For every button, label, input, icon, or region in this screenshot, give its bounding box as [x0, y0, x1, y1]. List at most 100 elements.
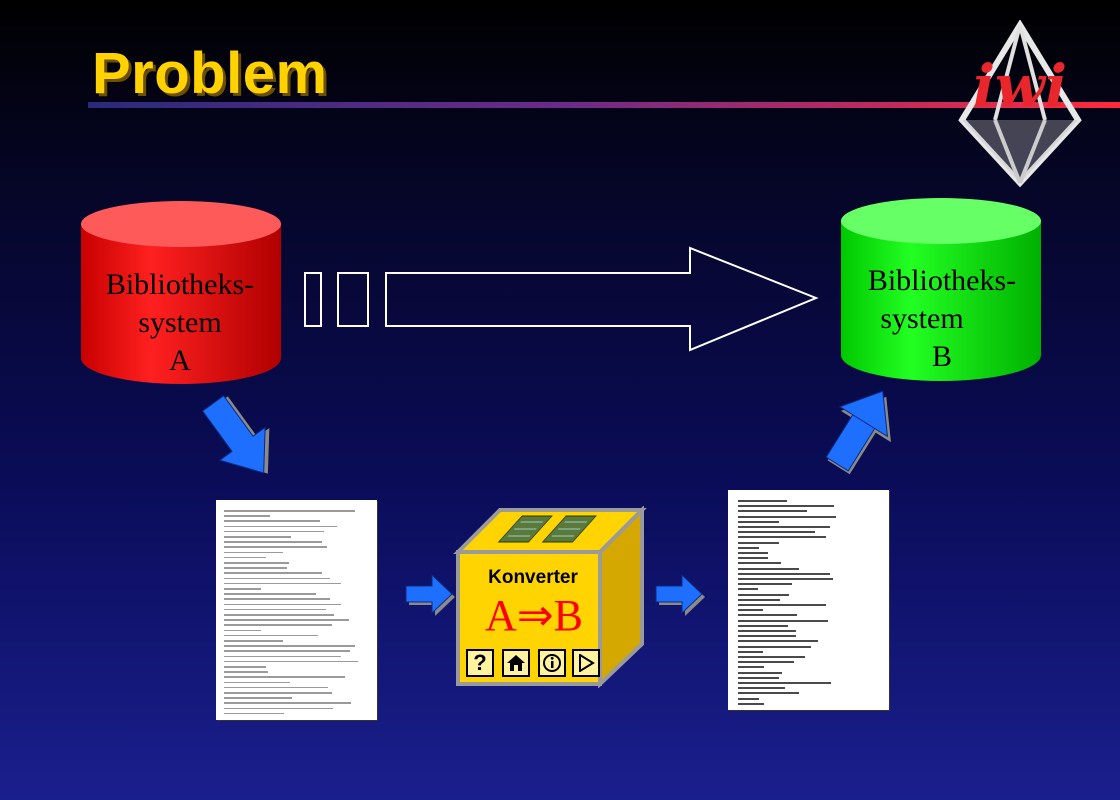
- document-text-line: [738, 666, 765, 669]
- document-text-line: [738, 656, 805, 658]
- system-a-label: Bibliotheks- system A: [90, 266, 270, 380]
- system-a-line1: Bibliotheks-: [105, 268, 255, 301]
- converter-box-icon: [453, 506, 647, 688]
- document-text-line: [224, 530, 325, 533]
- document-text-line: [738, 635, 796, 638]
- document-text-line: [738, 546, 760, 549]
- document-text-line: [224, 510, 356, 512]
- document-text-line: [224, 577, 330, 580]
- document-text-line: [738, 515, 836, 518]
- document-text-line: [224, 567, 288, 569]
- document-text-line: [738, 588, 759, 591]
- document-text-line: [738, 541, 779, 544]
- arrow-down-right-icon: [202, 395, 270, 474]
- help-icon: ?: [473, 650, 487, 675]
- arrow-right-small-icon-2: [655, 573, 705, 616]
- document-text-line: [224, 515, 270, 517]
- document-text-line: [738, 614, 798, 617]
- page-title: Problem: [92, 41, 328, 106]
- document-text-line: [738, 536, 826, 539]
- document-text-line: [738, 609, 764, 612]
- document-text-line: [224, 645, 356, 647]
- help-button[interactable]: ?: [466, 649, 494, 677]
- home-button[interactable]: [502, 649, 530, 677]
- document-text-line: [738, 505, 835, 508]
- document-text-line: [224, 614, 335, 616]
- document-text-line: [738, 661, 794, 664]
- document-text-line: [224, 541, 323, 543]
- system-b-line2: system: [880, 302, 964, 335]
- document-text-line: [224, 608, 327, 611]
- document-text-line: [224, 650, 351, 652]
- iwi-logo-icon: iwi: [958, 20, 1082, 188]
- document-text-line: [738, 702, 765, 705]
- document-text-line: [224, 562, 290, 564]
- document-text-line: [224, 593, 316, 595]
- document-text-line: [738, 671, 783, 674]
- system-b-line3: B: [931, 340, 952, 373]
- document-text-line: [224, 666, 267, 668]
- document-text-line: [224, 686, 328, 689]
- transfer-arrow-icon: [304, 246, 819, 352]
- system-b-line1: Bibliotheks-: [867, 264, 1017, 297]
- document-text-line: [738, 697, 759, 700]
- document-text-line: [738, 526, 830, 528]
- document-text-line: [224, 520, 321, 522]
- document-text-line: [224, 546, 327, 548]
- system-b-label: Bibliotheks- system B: [852, 262, 1032, 376]
- document-text-line: [738, 500, 788, 502]
- document-text-line: [224, 655, 341, 658]
- document-text-line: [738, 520, 779, 523]
- source-data-document: [216, 500, 377, 720]
- document-text-line: [224, 525, 337, 528]
- database-cylinder-a-icon: [81, 201, 281, 384]
- document-text-line: [224, 712, 284, 715]
- document-text-line: [738, 676, 779, 679]
- home-icon: [507, 655, 525, 671]
- converter-formula: A⇒B: [485, 591, 583, 640]
- document-text-line: [738, 640, 818, 643]
- document-text-line: [738, 624, 789, 627]
- document-text-line: [738, 557, 768, 560]
- document-text-line: [738, 510, 808, 513]
- document-text-line: [738, 531, 816, 534]
- document-text-line: [224, 681, 291, 684]
- document-text-line: [738, 604, 827, 606]
- document-text-line: [738, 692, 800, 695]
- document-text-line: [224, 692, 332, 694]
- document-text-line: [224, 707, 333, 710]
- document-text-line: [738, 572, 830, 575]
- document-text-line: [738, 593, 790, 596]
- document-text-line: [224, 551, 283, 554]
- document-text-line: [224, 603, 341, 606]
- document-text-line: [224, 572, 323, 574]
- info-icon: [543, 654, 561, 672]
- document-text-line: [738, 650, 764, 653]
- converter-label: Konverter: [488, 567, 578, 588]
- document-text-line: [738, 598, 781, 601]
- database-cylinder-b-icon: [841, 198, 1041, 381]
- document-text-line: [224, 629, 262, 632]
- document-text-line: [224, 640, 283, 642]
- document-text-line: [738, 687, 785, 690]
- document-text-line: [738, 552, 768, 554]
- document-text-line: [224, 634, 318, 637]
- document-text-line: [224, 697, 292, 699]
- arrow-right-small-icon: [405, 573, 455, 616]
- document-text-line: [224, 556, 266, 559]
- logo-text: iwi: [973, 52, 1067, 120]
- document-text-line: [224, 588, 261, 590]
- document-text-line: [224, 536, 292, 538]
- document-text-line: [224, 702, 351, 704]
- document-text-line: [224, 671, 268, 673]
- document-text-line: [738, 562, 781, 565]
- system-a-line2: system: [138, 306, 222, 339]
- title-underline: [88, 102, 1120, 108]
- play-button[interactable]: [572, 649, 600, 677]
- play-icon: [579, 654, 595, 672]
- system-a-line3: A: [169, 344, 191, 377]
- document-text-line: [738, 619, 828, 622]
- info-button[interactable]: [538, 649, 566, 677]
- target-data-document: [728, 490, 889, 710]
